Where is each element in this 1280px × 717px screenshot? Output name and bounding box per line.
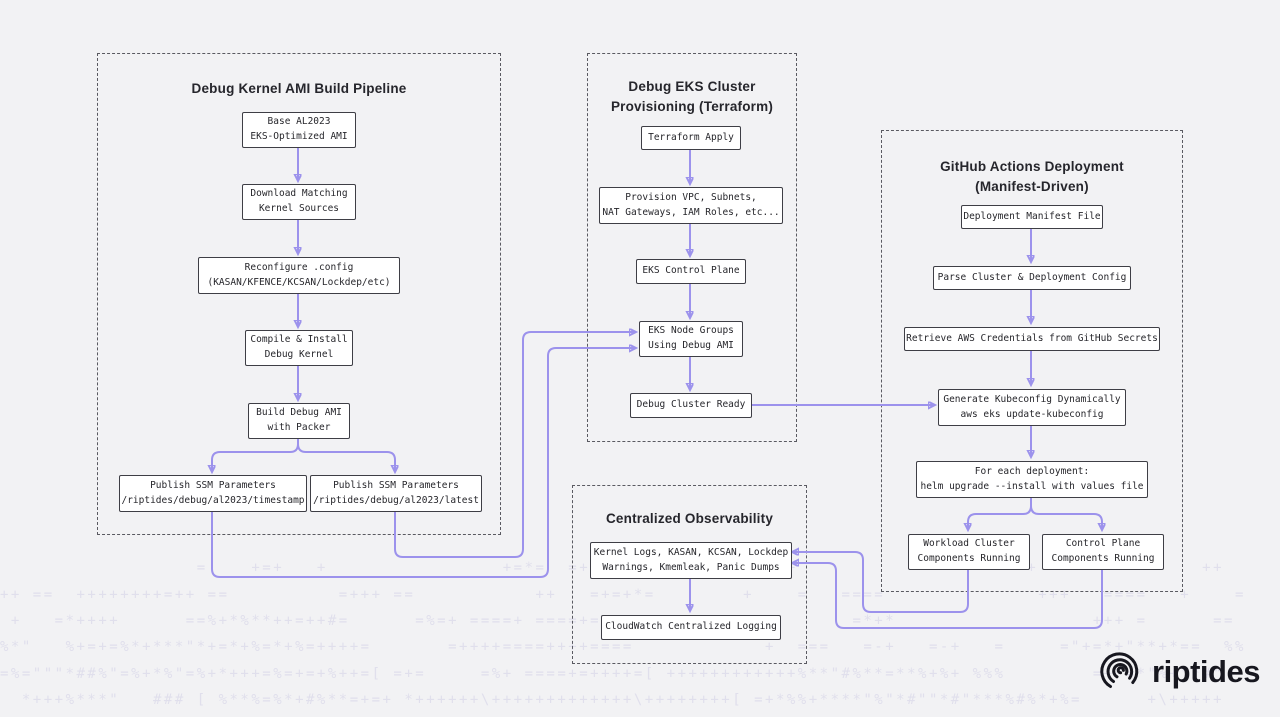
node-label-line: EKS-Optimized AMI [250,131,348,142]
node-label-line: EKS Node Groups [648,325,734,337]
riptides-logo: riptides [1098,650,1260,694]
node-label-line: EKS Control Plane [642,265,740,277]
node-label-line: Components Running [917,553,1021,564]
node-label-line: Deployment Manifest File [963,210,1101,222]
kernel-pipeline-title: Debug Kernel AMI Build Pipeline [191,81,407,96]
node-label-line: Publish SSM Parameters [333,479,459,491]
node-label-line: Generate Kubeconfig Dynamically [943,393,1121,405]
eks-provisioning-title-line1: Debug EKS Cluster [628,79,756,94]
node-label-line: Workload Cluster [923,538,1015,550]
node-cloudwatch-logging: CloudWatch Centralized Logging [601,615,781,640]
node-label-line: Compile & Install [250,334,348,346]
node-provision-vpc: Provision VPC, Subnets, NAT Gateways, IA… [599,187,783,224]
node-label-line: Terraform Apply [648,131,734,143]
node-publish-ssm-latest: Publish SSM Parameters /riptides/debug/a… [310,475,482,512]
background-ascii-row: *+++%***" ### [ %**%=%*+#%**=+=+ *++++++… [0,692,1225,708]
eks-provisioning-group: Debug EKS Cluster Provisioning (Terrafor… [587,53,797,442]
node-label-line: Kernel Sources [258,203,340,214]
node-label-line: with Packer [267,422,331,433]
eks-provisioning-title-line2: Provisioning (Terraform) [610,98,774,114]
node-reconfigure-config: Reconfigure .config (KASAN/KFENCE/KCSAN/… [198,257,400,294]
node-deployment-manifest: Deployment Manifest File [961,205,1103,229]
node-publish-ssm-timestamp: Publish SSM Parameters /riptides/debug/a… [119,475,307,512]
node-label-line: Build Debug AMI [256,407,342,419]
node-label-line: Debug Kernel [264,349,334,360]
node-label-line: Reconfigure .config [244,261,354,273]
node-label-line: Using Debug AMI [648,340,734,351]
node-label-line: helm upgrade --install with values file [920,480,1144,492]
node-label-line: Components Running [1051,553,1155,564]
node-label-line: Parse Cluster & Deployment Config [937,271,1127,283]
node-label-line: NAT Gateways, IAM Roles, etc... [602,206,780,218]
observability-title: Centralized Observability [605,511,774,526]
node-control-plane-components: Control Plane Components Running [1042,534,1164,570]
github-deployment-group: GitHub Actions Deployment (Manifest-Driv… [881,130,1183,592]
node-workload-components: Workload Cluster Components Running [908,534,1030,570]
node-label-line: (KASAN/KFENCE/KCSAN/Lockdep/etc) [207,276,391,288]
background-ascii-row: =%="""*##%"=%+*%"=%+*+++=%=+=+%++=[ =+= … [0,666,1225,682]
github-deployment-title-line2: (Manifest-Driven) [975,178,1089,194]
node-label-line: CloudWatch Centralized Logging [605,621,777,633]
node-label-line: Control Plane [1065,538,1141,550]
node-helm-upgrade: For each deployment: helm upgrade --inst… [916,461,1148,498]
node-label-line: aws eks update-kubeconfig [960,408,1104,420]
node-label-line: /riptides/debug/al2023/timestamp [121,494,305,506]
node-compile-install-kernel: Compile & Install Debug Kernel [245,330,353,366]
ripple-swirl-icon [1100,652,1139,688]
node-label-line: Debug Cluster Ready [636,399,746,411]
node-retrieve-aws-credentials: Retrieve AWS Credentials from GitHub Sec… [904,327,1160,351]
node-label-line: Provision VPC, Subnets, [625,191,757,203]
node-debug-cluster-ready: Debug Cluster Ready [630,393,752,418]
node-base-ami: Base AL2023 EKS-Optimized AMI [242,112,356,148]
node-label-line: Warnings, Kmemleak, Panic Dumps [602,561,780,573]
node-terraform-apply: Terraform Apply [641,126,741,150]
github-deployment-title: GitHub Actions Deployment (Manifest-Driv… [882,157,1182,196]
node-label-line: Retrieve AWS Credentials from GitHub Sec… [906,332,1158,344]
node-label-line: /riptides/debug/al2023/latest [313,494,479,506]
node-download-kernel-sources: Download Matching Kernel Sources [242,184,356,220]
node-label-line: Download Matching [250,188,348,200]
node-eks-node-groups: EKS Node Groups Using Debug AMI [639,321,743,357]
node-label-line: Kernel Logs, KASAN, KCSAN, Lockdep [593,546,789,558]
riptides-logo-text: riptides [1152,654,1260,689]
github-deployment-title-line1: GitHub Actions Deployment [940,159,1124,174]
node-label-line: Publish SSM Parameters [150,479,276,491]
node-label-line: For each deployment: [974,465,1090,477]
node-parse-config: Parse Cluster & Deployment Config [933,266,1131,290]
eks-provisioning-title: Debug EKS Cluster Provisioning (Terrafor… [588,77,796,116]
node-kernel-logs: Kernel Logs, KASAN, KCSAN, Lockdep Warni… [590,542,792,579]
node-label-line: Base AL2023 [267,116,331,128]
node-build-debug-ami: Build Debug AMI with Packer [248,403,350,439]
node-generate-kubeconfig: Generate Kubeconfig Dynamically aws eks … [938,389,1126,426]
node-eks-control-plane: EKS Control Plane [636,259,746,284]
